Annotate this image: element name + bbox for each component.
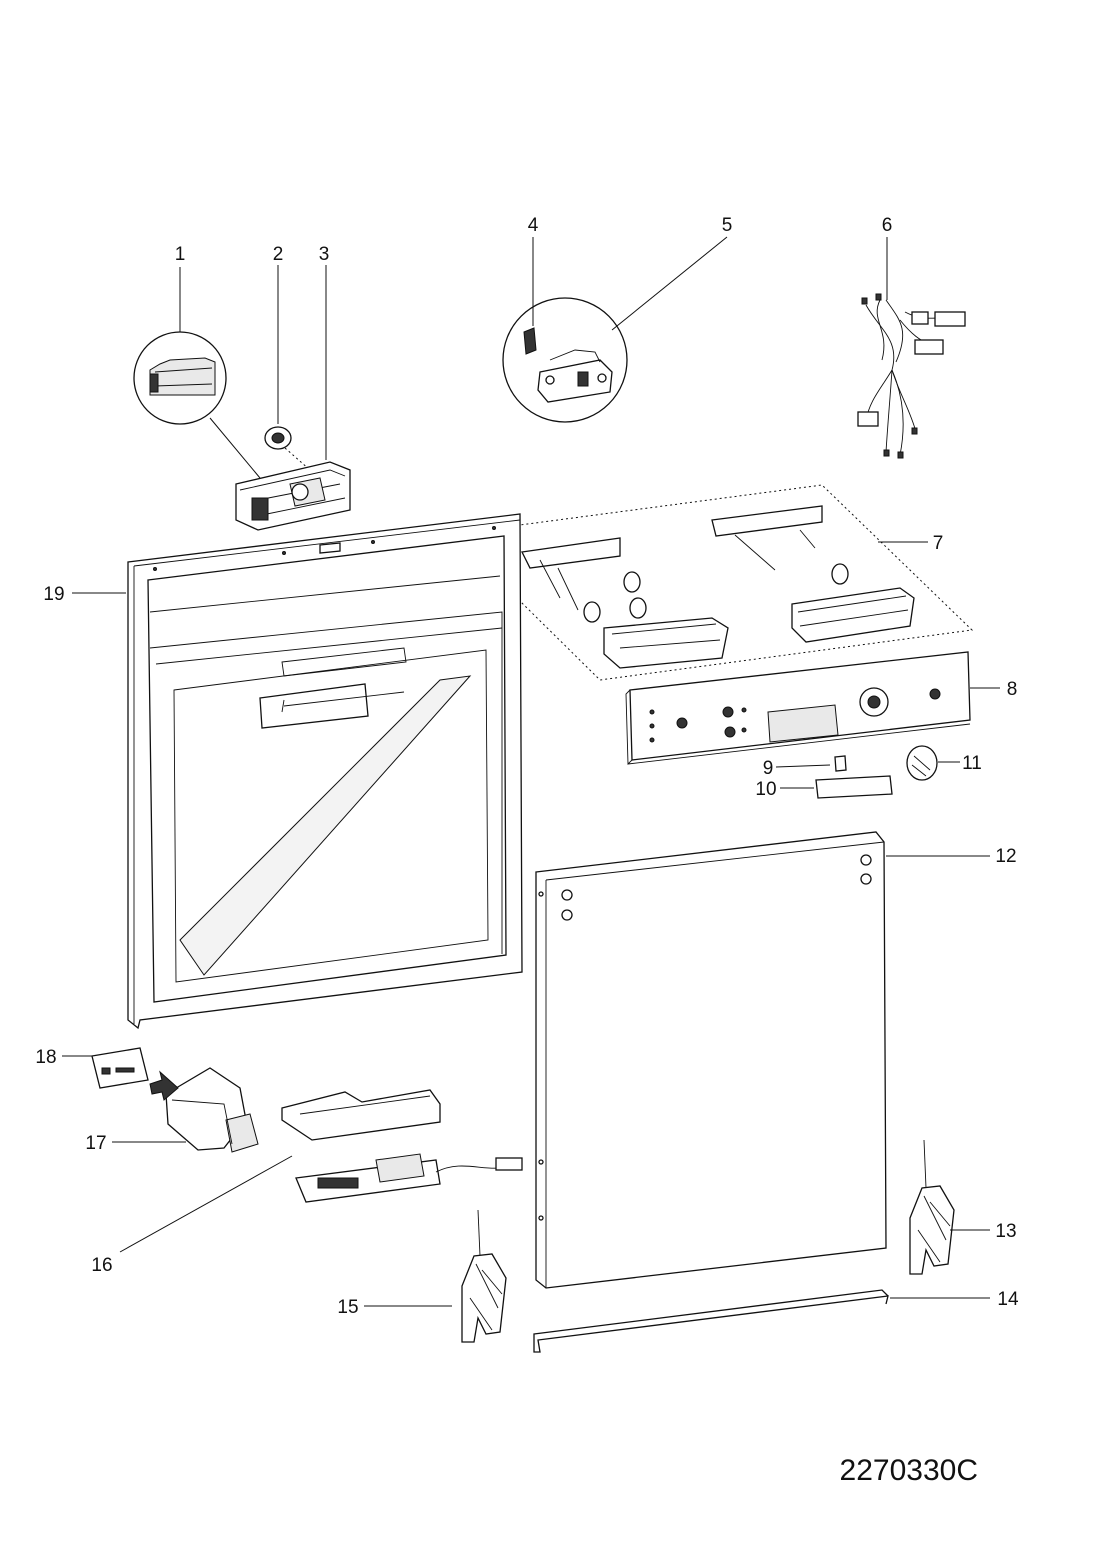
part-5-door-lock-detail [502, 297, 628, 423]
leader-16 [119, 1155, 293, 1253]
part-17-rinse-aid-dispenser [165, 1067, 259, 1153]
label-17: 17 [85, 1133, 106, 1154]
part-3-dispenser [235, 461, 351, 531]
part-11-knob [906, 745, 938, 781]
part-1-detergent-dispenser-cover [133, 331, 227, 425]
leader-1-detail [209, 417, 261, 479]
label-11: 11 [962, 753, 982, 774]
label-5: 5 [722, 215, 733, 236]
arrow-icon [149, 1070, 179, 1101]
part-16-electronic-board [281, 1089, 523, 1203]
part-2-grommet [264, 426, 292, 450]
label-8: 8 [1007, 679, 1018, 700]
part-7-selector-switch-assembly [450, 484, 974, 681]
part-6-wiring-harness [857, 293, 966, 459]
part-9-light-guide [834, 755, 847, 772]
part-15-hinge-left [461, 1209, 507, 1343]
part-8-control-panel [625, 651, 971, 766]
part-10-display-window [815, 775, 893, 799]
part-12-outer-door-panel [535, 831, 887, 1289]
label-13: 13 [995, 1221, 1016, 1242]
leader-9 [775, 764, 831, 768]
label-14: 14 [997, 1289, 1019, 1310]
label-9: 9 [763, 758, 774, 779]
label-12: 12 [995, 846, 1016, 867]
leader-5 [611, 236, 728, 331]
part-14-rod [533, 1289, 889, 1353]
part-19-inner-door [127, 513, 523, 1030]
part-4-micro-switch [523, 327, 537, 355]
drawing-code: 2270330C [840, 1454, 978, 1487]
part-13-hinge-right [909, 1139, 955, 1275]
label-18: 18 [35, 1047, 56, 1068]
label-16: 16 [91, 1255, 112, 1276]
leader-2-dotted [284, 447, 311, 471]
label-19: 19 [43, 584, 64, 605]
label-1: 1 [175, 244, 186, 265]
label-7: 7 [933, 533, 944, 554]
label-15: 15 [337, 1297, 358, 1318]
label-10: 10 [755, 779, 776, 800]
part-18-label [91, 1047, 149, 1089]
label-2: 2 [273, 244, 284, 265]
label-4: 4 [528, 215, 539, 236]
label-3: 3 [319, 244, 330, 265]
label-6: 6 [882, 215, 893, 236]
